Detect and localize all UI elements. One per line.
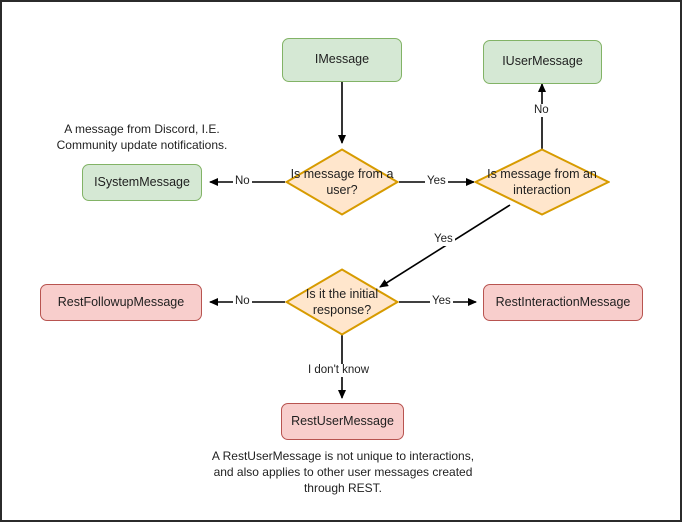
edge-label-initial-no: No bbox=[233, 295, 252, 308]
node-iusermessage[interactable]: IUserMessage bbox=[483, 40, 602, 84]
node-restinteractionmessage-label: RestInteractionMessage bbox=[495, 294, 631, 309]
edge-from-interaction-yes-to-initial-response bbox=[379, 204, 511, 288]
diamond-shape-icon bbox=[285, 148, 399, 216]
decision-is-message-from-interaction[interactable]: Is message from an interaction bbox=[474, 148, 610, 216]
diamond-shape-icon bbox=[285, 268, 399, 336]
node-iusermessage-label: IUserMessage bbox=[502, 54, 583, 69]
diamond-shape-icon bbox=[474, 148, 610, 216]
node-isystemmessage-label: ISystemMessage bbox=[94, 174, 190, 189]
edge-label-from-interaction-yes: Yes bbox=[432, 233, 455, 246]
decision-is-message-from-user[interactable]: Is message from a user? bbox=[285, 148, 399, 216]
node-restfollowupmessage-label: RestFollowupMessage bbox=[57, 294, 185, 309]
node-restusermessage[interactable]: RestUserMessage bbox=[281, 403, 404, 440]
decision-is-message-from-interaction-label: Is message from an interaction bbox=[487, 166, 597, 197]
decision-is-it-initial-response[interactable]: Is it the initial response? bbox=[285, 268, 399, 336]
edge-label-from-user-no: No bbox=[233, 175, 252, 188]
node-restusermessage-label: RestUserMessage bbox=[291, 413, 394, 428]
node-imessage-label: IMessage bbox=[314, 52, 370, 67]
node-restfollowupmessage[interactable]: RestFollowupMessage bbox=[40, 284, 202, 321]
edge-label-i-dont-know: I don't know bbox=[306, 364, 372, 377]
node-isystemmessage[interactable]: ISystemMessage bbox=[82, 164, 202, 201]
node-imessage[interactable]: IMessage bbox=[282, 38, 402, 82]
node-restinteractionmessage[interactable]: RestInteractionMessage bbox=[483, 284, 643, 321]
note-system-message: A message from Discord, I.E. Community u… bbox=[56, 122, 228, 153]
edge-label-from-interaction-no: No bbox=[532, 104, 551, 117]
edge-label-from-user-yes: Yes bbox=[425, 175, 448, 188]
note-rest-user-message: A RestUserMessage is not unique to inter… bbox=[211, 449, 475, 496]
decision-is-message-from-user-label: Is message from a user? bbox=[290, 166, 394, 197]
edge-label-initial-yes: Yes bbox=[430, 295, 453, 308]
decision-is-it-initial-response-label: Is it the initial response? bbox=[305, 286, 379, 317]
